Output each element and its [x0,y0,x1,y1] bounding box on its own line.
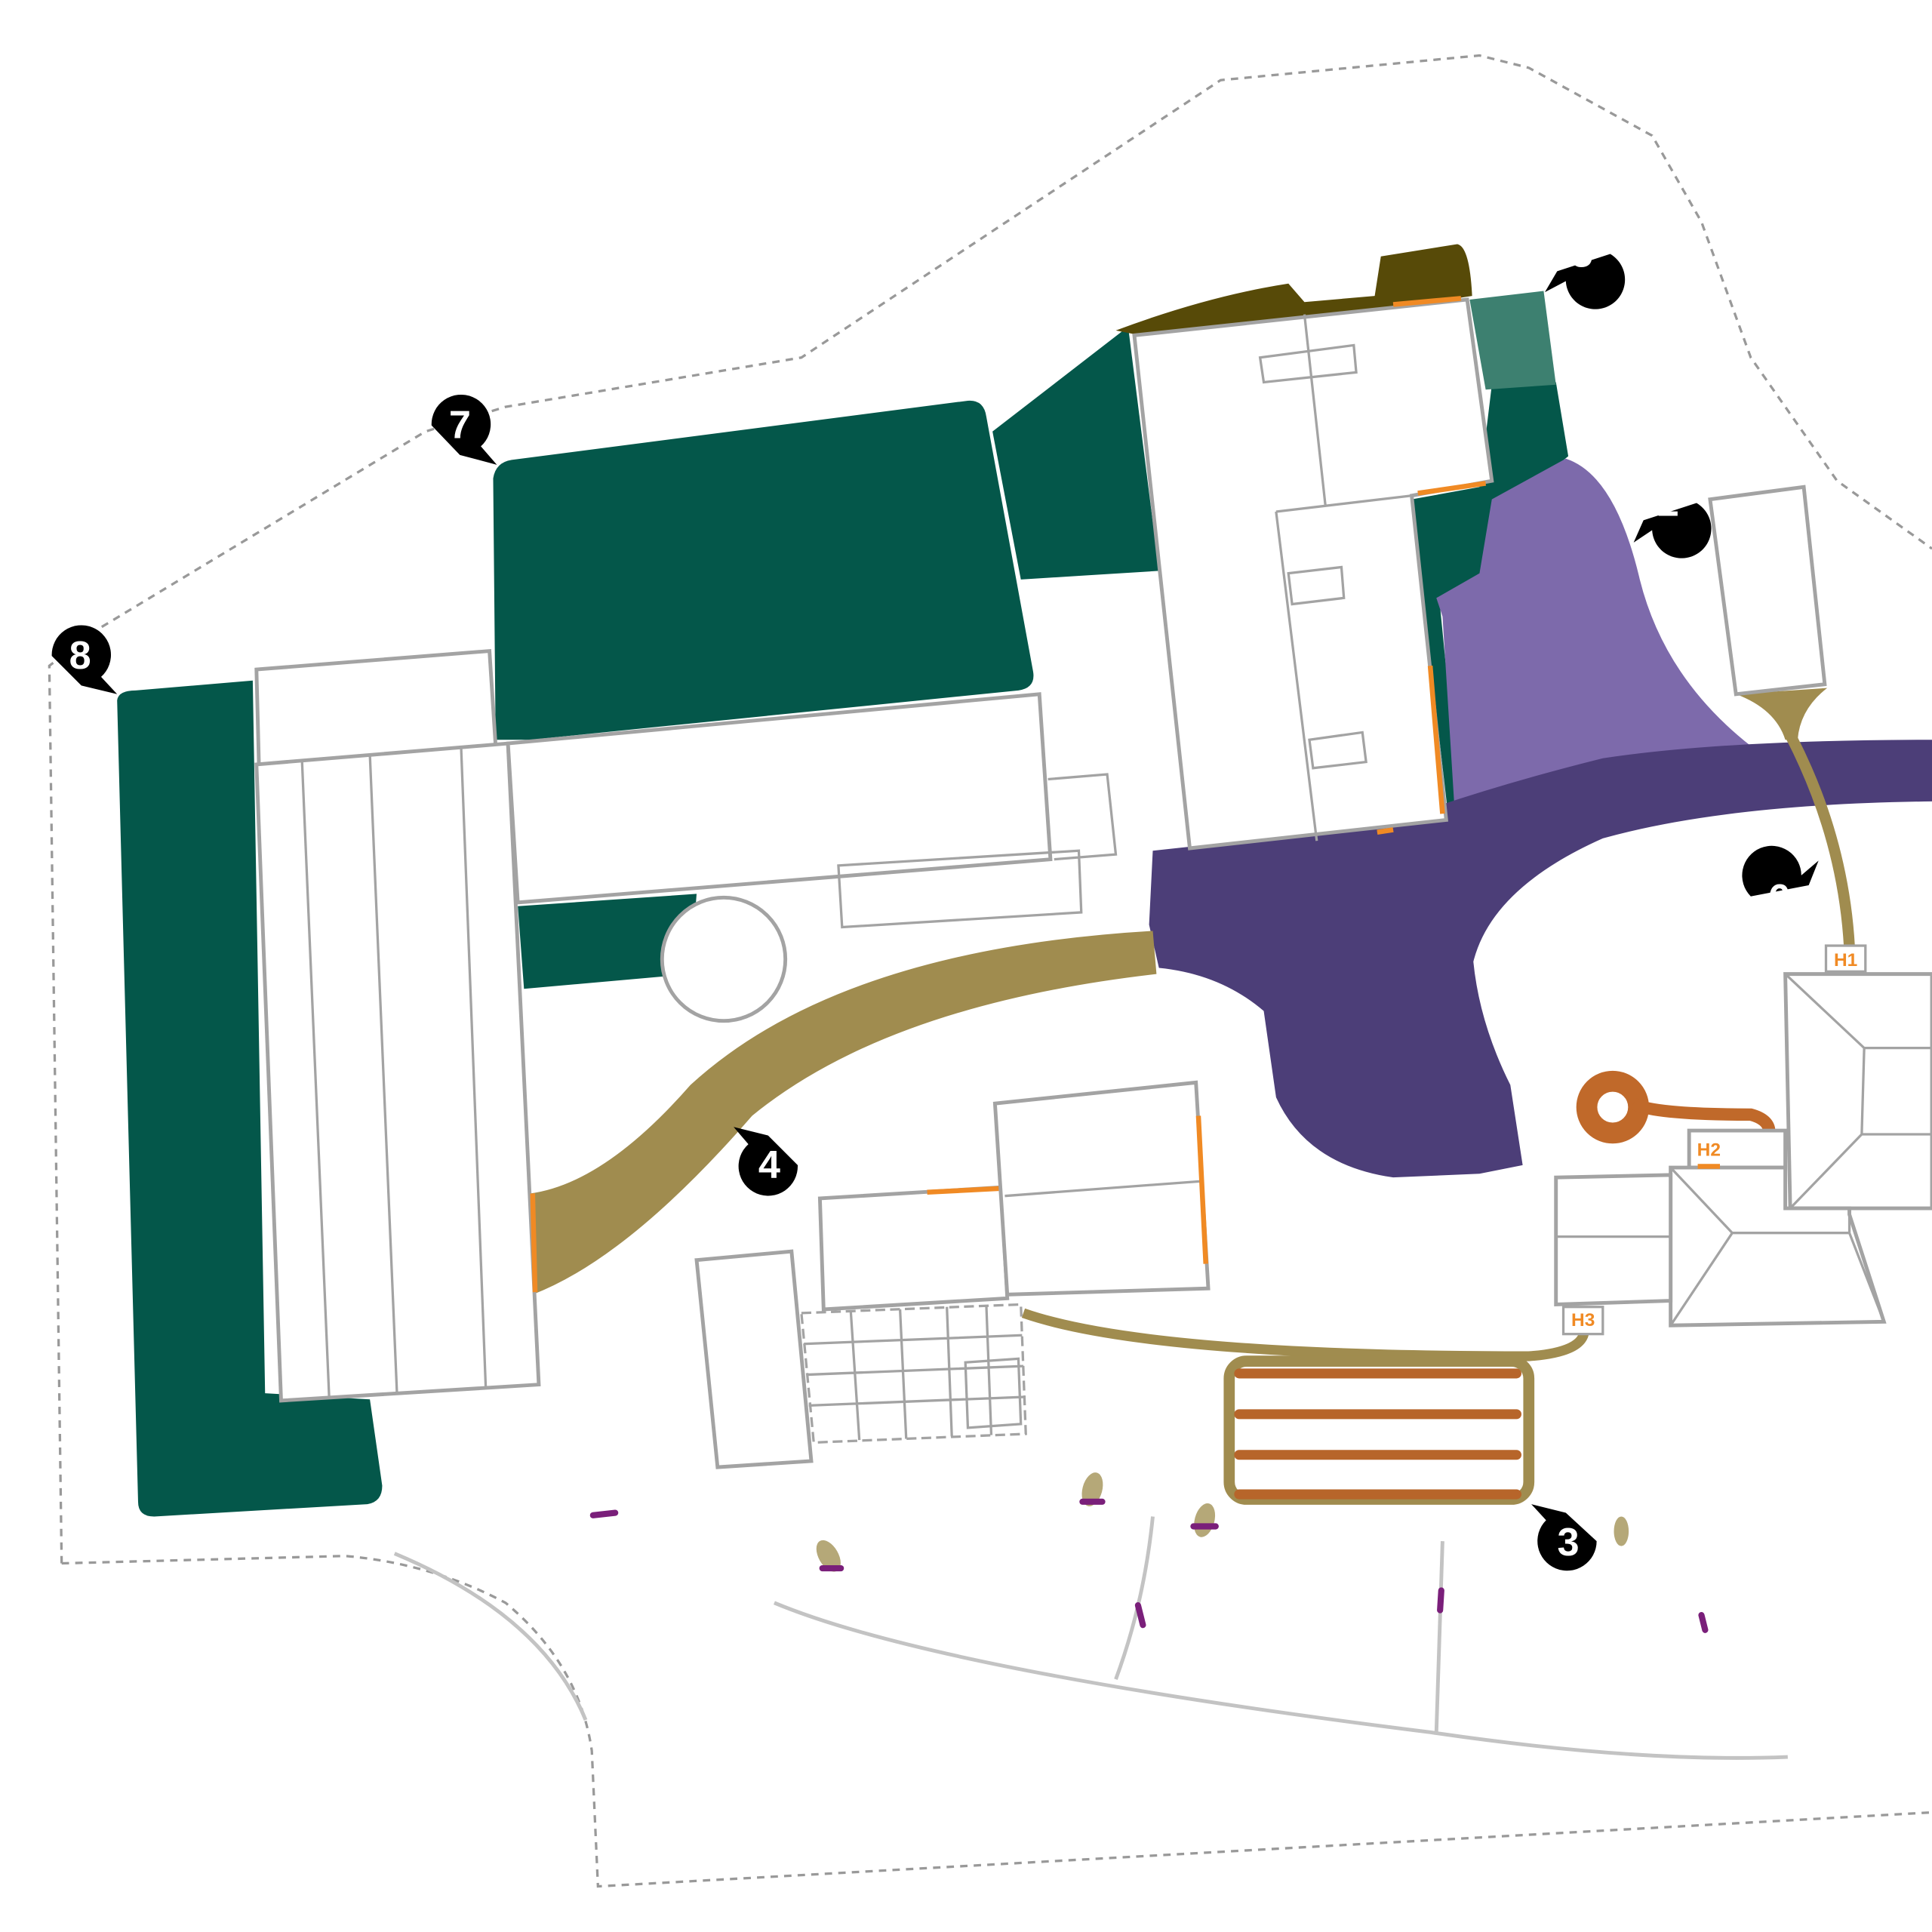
marker-4[interactable]: 4 [734,1127,798,1196]
entrance-label-H3: H3 [1571,1310,1595,1331]
path-6 [1786,734,1855,948]
area-5 [1469,291,1556,390]
road-branch-1 [1114,1516,1155,1680]
area-small-green [518,894,697,989]
building-northeast [1708,485,1827,697]
marker-label: 2 [1657,481,1679,525]
marker-6[interactable]: 6 [1742,845,1819,921]
marker-2[interactable]: 2 [1633,481,1712,558]
area-dark-purple [1149,740,1932,1178]
dashed-grid-area [800,1303,1027,1444]
buildings [254,297,1932,1469]
entrance-marks [530,296,1487,1293]
marker-7[interactable]: 7 [431,394,497,465]
road-curve-left [393,1552,588,1721]
trees [816,1472,1629,1572]
marker-label: 5 [1571,232,1592,276]
path-3 [1021,1308,1589,1361]
building-central-long [506,692,1053,905]
steps [1234,1368,1521,1500]
marker-label: 3 [1558,1521,1580,1564]
entrance-H1[interactable]: H1 [1824,944,1867,973]
marker-label: 7 [449,404,471,448]
marker-3[interactable]: 3 [1531,1504,1597,1571]
round-building [660,895,788,1023]
area-8 [117,680,383,1517]
road-main [774,1601,1788,1760]
area-middle-green [992,326,1159,580]
building-west-long [254,741,541,1403]
house-wing-west [1554,1173,1673,1306]
entrance-label-H1: H1 [1834,950,1857,971]
road-branch-2 [1434,1541,1444,1733]
rust-loop-path [1576,1070,1776,1144]
path-4 [530,931,1157,1295]
marker-label: 6 [1768,877,1790,921]
house-wing-south [1669,1165,1887,1327]
area-7 [493,400,1034,740]
house-main [1783,972,1932,1211]
marker-8[interactable]: 8 [51,625,118,694]
area-2 [1436,458,1751,814]
bollards [589,1498,1709,1633]
entrance-H3[interactable]: H3 [1561,1306,1604,1336]
marker-5[interactable]: 5 [1545,232,1626,309]
building-south-a [817,1185,1010,1312]
building-south-c [694,1249,814,1469]
path-3-loop [1223,1355,1535,1505]
site-boundary-dashed [48,54,1932,1888]
entrance-label-H2: H2 [1697,1140,1721,1161]
marker-label: 8 [69,634,91,678]
green-areas [117,326,1569,1517]
roads [393,1516,1788,1760]
marker-label: 4 [758,1143,780,1187]
path-6-funnel [1736,688,1828,740]
entrance-H2[interactable]: H2 [1697,1140,1721,1169]
area-olive-strip [1115,244,1472,336]
